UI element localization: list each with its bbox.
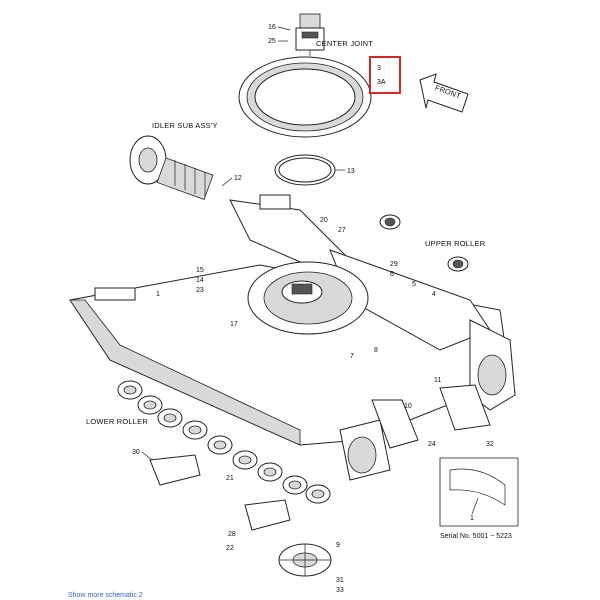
part-number-4: 4 <box>432 291 436 298</box>
upper-roller-1 <box>379 214 401 230</box>
part-number-25: 25 <box>268 38 276 45</box>
inset-part-number-1: 1 <box>470 515 474 522</box>
part-number-11: 11 <box>434 377 441 384</box>
highlight-label-3a: 3A <box>377 79 386 86</box>
cover-plate-10 <box>371 399 419 449</box>
idler-assembly <box>129 135 214 201</box>
part-number-27: 27 <box>338 227 346 234</box>
part-number-5: 5 <box>412 281 416 288</box>
track-guard-bracket-2 <box>244 499 291 531</box>
part-number-1: 1 <box>156 291 160 298</box>
cover-plate-11 <box>439 384 491 431</box>
part-number-30: 30 <box>132 449 140 456</box>
show-more-schematic-link[interactable]: Show more schematic 2 <box>68 592 143 599</box>
part-number-23: 23 <box>196 287 204 294</box>
part-number-9: 9 <box>336 542 340 549</box>
track-frame <box>69 194 516 481</box>
part-number-20: 20 <box>320 217 328 224</box>
part-number-31: 31 <box>336 577 344 584</box>
part-number-16: 16 <box>268 24 276 31</box>
highlight-box <box>369 56 401 94</box>
part-number-22: 22 <box>226 545 234 552</box>
front-arrow <box>419 73 469 113</box>
part-number-32: 32 <box>486 441 494 448</box>
detail-inset: 1 <box>439 457 519 527</box>
part-number-7: 7 <box>350 353 354 360</box>
swing-bearing-ring <box>238 56 372 138</box>
track-guard-bracket-1 <box>149 454 201 486</box>
turntable <box>247 261 369 335</box>
part-number-12: 12 <box>234 175 242 182</box>
lower-roller-callout: LOWER ROLLER <box>86 417 148 426</box>
part-number-8: 8 <box>374 347 378 354</box>
part-number-6: 6 <box>390 271 394 278</box>
part-number-13: 13 <box>347 168 355 175</box>
part-number-10: 10 <box>404 403 412 410</box>
part-number-15: 15 <box>196 267 204 274</box>
lower-roller-group <box>117 380 331 504</box>
sprocket-cover <box>278 543 332 577</box>
part-number-28: 28 <box>228 531 236 538</box>
part-number-29: 29 <box>390 261 398 268</box>
part-number-33: 33 <box>336 587 344 594</box>
part-number-17: 17 <box>230 321 238 328</box>
part-number-24: 24 <box>428 441 436 448</box>
highlight-label-3: 3 <box>377 65 381 72</box>
center-joint-part <box>295 13 325 56</box>
part-number-21: 21 <box>226 475 234 482</box>
part-number-14: 14 <box>196 277 204 284</box>
upper-roller-2 <box>447 256 469 272</box>
upper-roller-callout: UPPER ROLLER <box>425 239 486 248</box>
center-joint-callout: CENTER JOINT <box>316 39 373 48</box>
serial-range-label: Serial No. 5001 ~ 5223 <box>440 533 512 540</box>
idler-sub-assy-callout: IDLER SUB ASS'Y <box>152 121 218 130</box>
